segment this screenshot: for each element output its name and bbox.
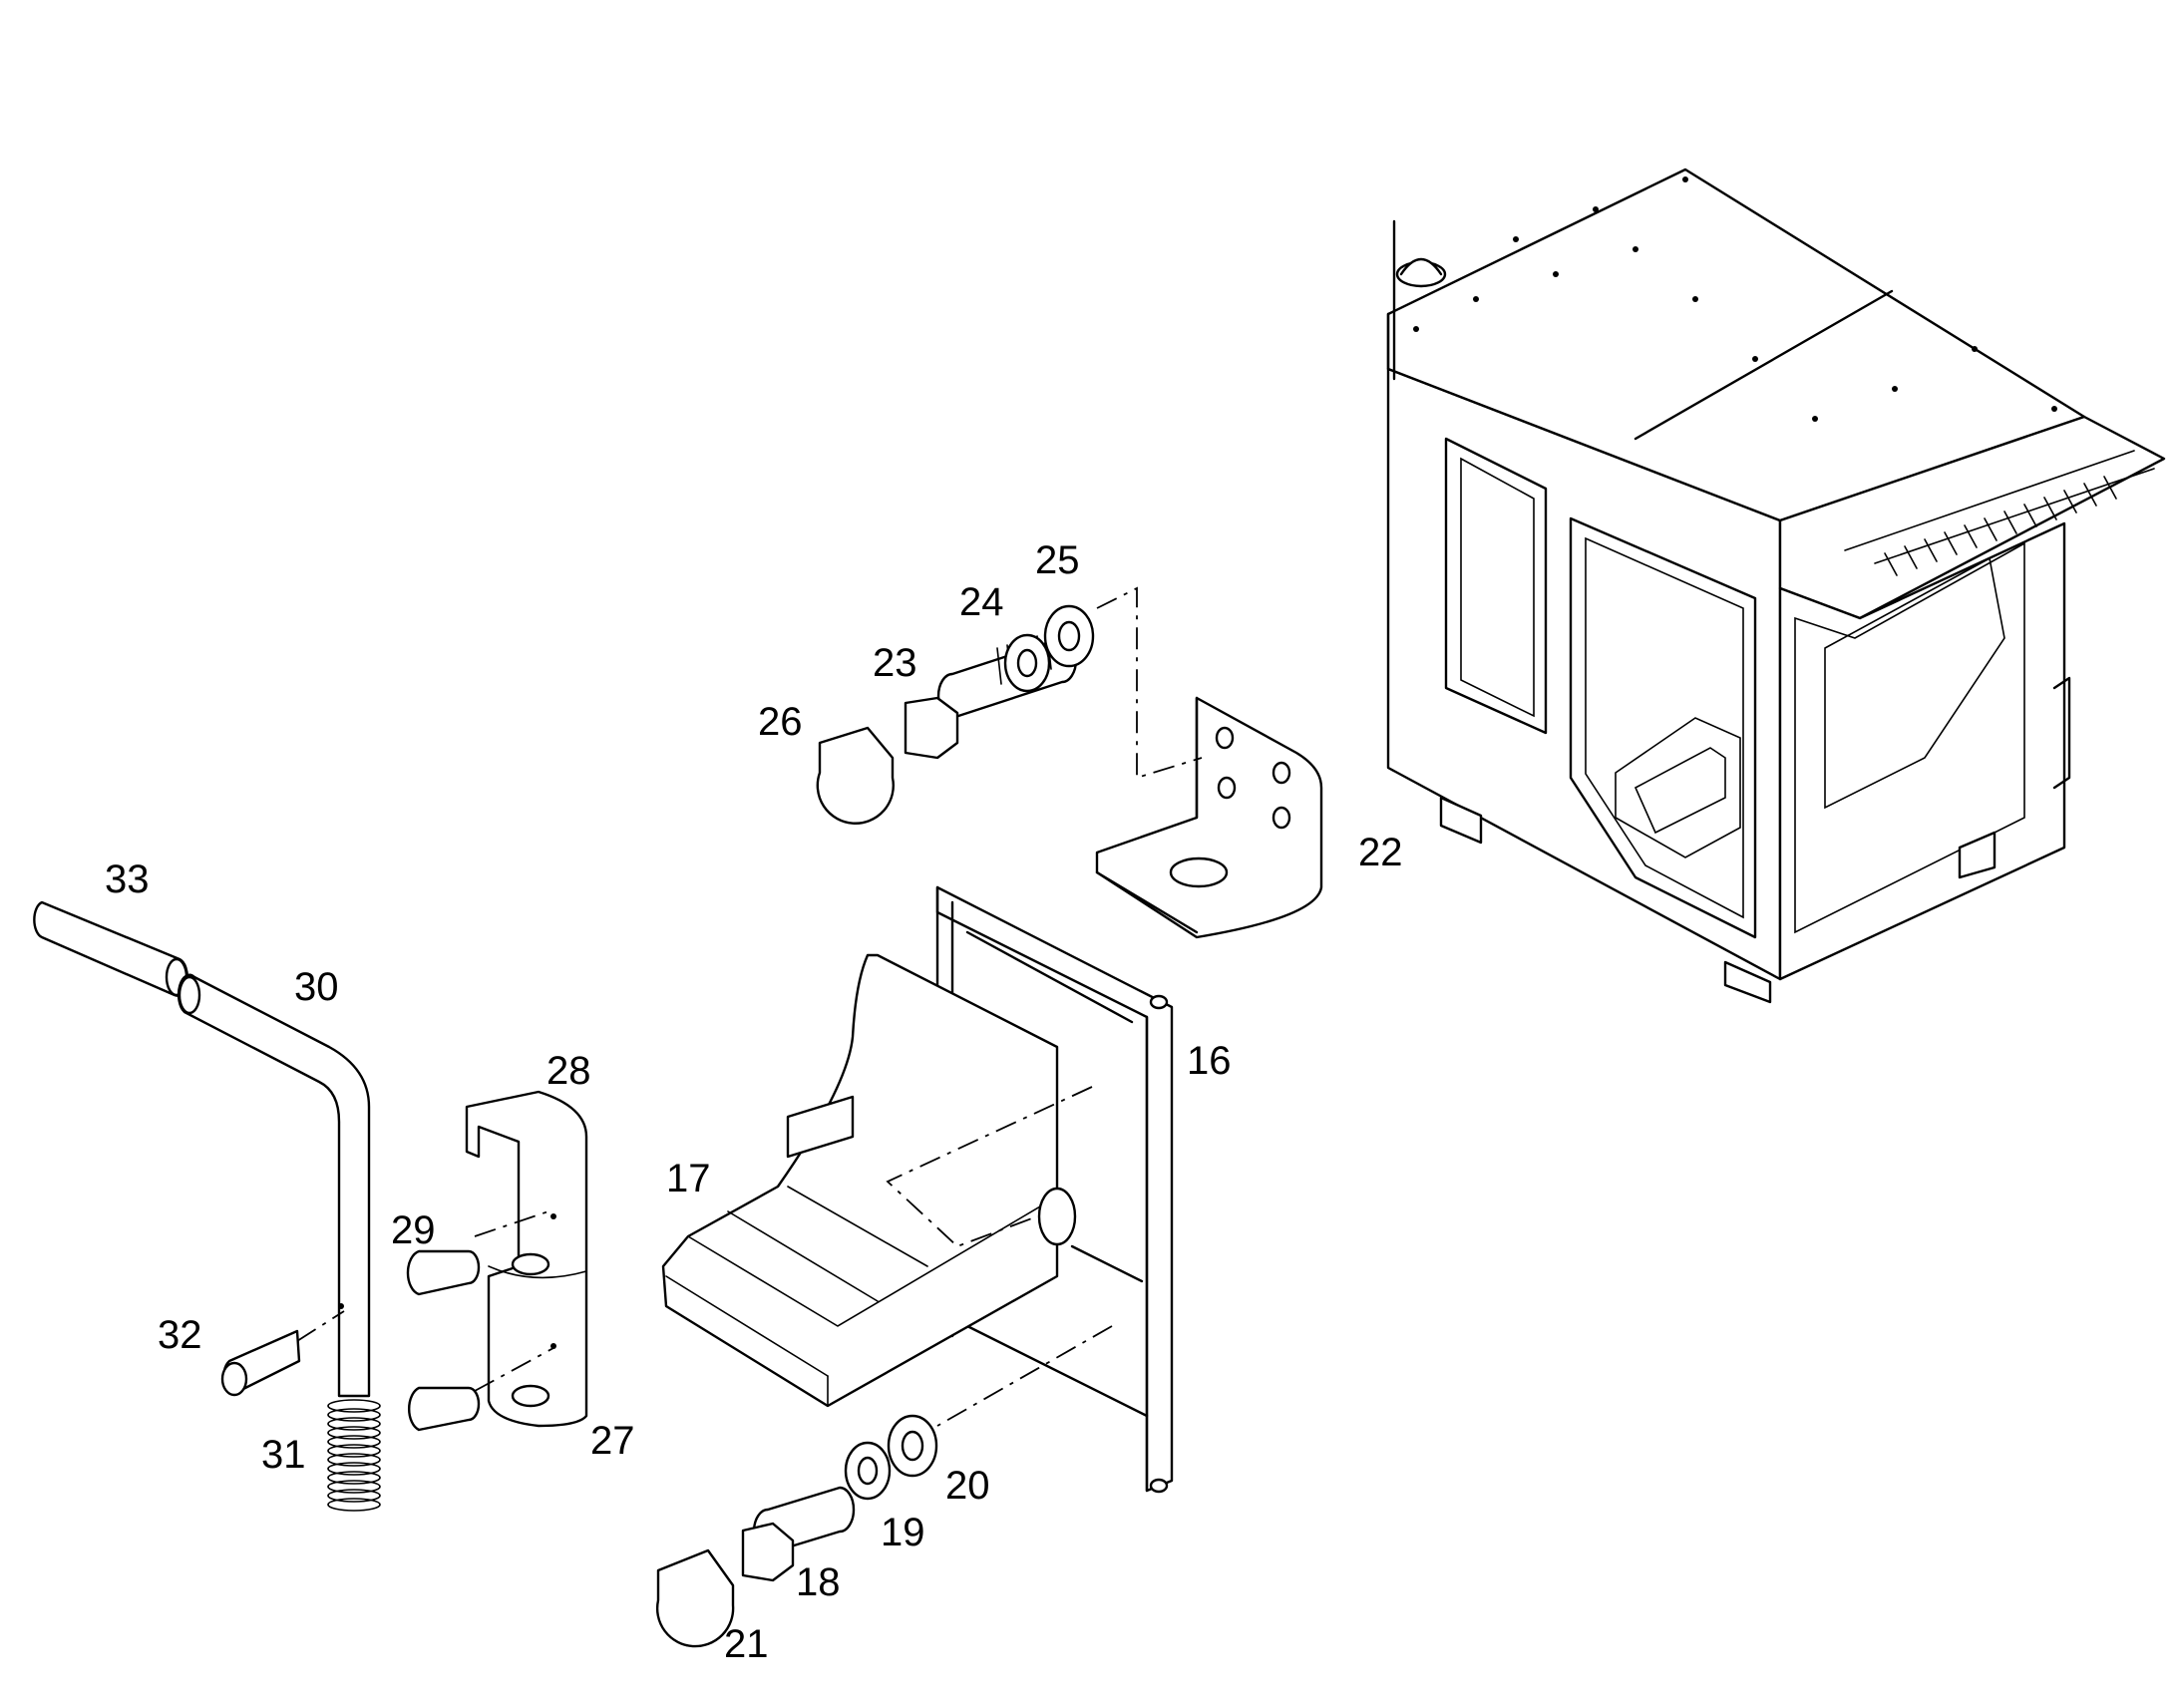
callout-23: 23: [873, 641, 917, 685]
spring-coil: [327, 1444, 381, 1458]
roof-bolt: [1972, 346, 1978, 352]
callout-20: 20: [945, 1464, 990, 1508]
callout-24: 24: [959, 580, 1004, 624]
callout-32: 32: [158, 1313, 202, 1357]
screws: [220, 1249, 481, 1432]
canopy-slat: [1984, 517, 1998, 541]
spring-coil: [327, 1480, 381, 1494]
spring-coil: [327, 1489, 381, 1503]
spring-coil: [327, 1408, 381, 1422]
roof-bolt: [1553, 271, 1559, 277]
spring-coil: [327, 1426, 381, 1440]
callout-33: 33: [105, 857, 150, 901]
roof-bolt: [1682, 176, 1688, 182]
roof-bolt: [1513, 236, 1519, 242]
canopy-slat: [1964, 524, 1978, 548]
roof-bolt: [1593, 206, 1599, 212]
canopy-slat: [2043, 497, 2057, 520]
callout-31: 31: [261, 1433, 306, 1477]
spring-coil: [327, 1435, 381, 1449]
roof-bolt: [1473, 296, 1479, 302]
seat-cushion: [661, 953, 1077, 1408]
roof-bolt: [1692, 296, 1698, 302]
canopy-slat: [1884, 552, 1898, 576]
centre-lines: [296, 586, 1203, 1427]
callout-30: 30: [294, 965, 339, 1009]
cab-assembly: [1386, 168, 2166, 1004]
spring-coil: [327, 1417, 381, 1431]
callout-18: 18: [796, 1560, 841, 1604]
canopy-slat: [1944, 531, 1958, 555]
canopy-slat: [2083, 483, 2097, 507]
callout-25: 25: [1035, 538, 1080, 582]
callout-17: 17: [666, 1157, 711, 1200]
roof-bolt: [1413, 326, 1419, 332]
callout-labels: 16 17 18 19 20 21 22 23 24 25 26 27 28 2…: [105, 538, 1403, 1666]
canopy-slat: [2003, 511, 2017, 534]
canopy-slat: [1904, 545, 1918, 569]
callout-19: 19: [881, 1511, 925, 1554]
seat-clips: [465, 1090, 588, 1428]
spring-coil: [327, 1453, 381, 1467]
callout-27: 27: [590, 1419, 635, 1463]
release-lever: [33, 900, 381, 1512]
roof-bolt: [1752, 356, 1758, 362]
callout-16: 16: [1187, 1039, 1232, 1083]
spring-coil: [327, 1471, 381, 1485]
canopy-slat: [2023, 504, 2037, 527]
roof-bolt: [1633, 246, 1638, 252]
thread-line: [996, 647, 1002, 685]
spring-coil: [327, 1462, 381, 1476]
mounting-bracket: [1095, 696, 1323, 939]
callout-29: 29: [391, 1208, 436, 1252]
spring-coil: [327, 1498, 381, 1512]
canopy-slat: [2063, 490, 2077, 513]
canopy-slat: [1924, 538, 1938, 562]
callout-26: 26: [758, 700, 803, 744]
callout-21: 21: [724, 1622, 769, 1666]
callout-22: 22: [1358, 831, 1403, 874]
lower-fastener-set: [655, 1414, 938, 1648]
roof-bolt: [1892, 386, 1898, 392]
roof-bolt: [1812, 416, 1818, 422]
roof-bolt: [2051, 406, 2057, 412]
canopy-slat: [2103, 476, 2117, 500]
upper-fastener-set: [816, 604, 1095, 825]
spring-coil: [327, 1399, 381, 1413]
callout-28: 28: [546, 1049, 591, 1093]
